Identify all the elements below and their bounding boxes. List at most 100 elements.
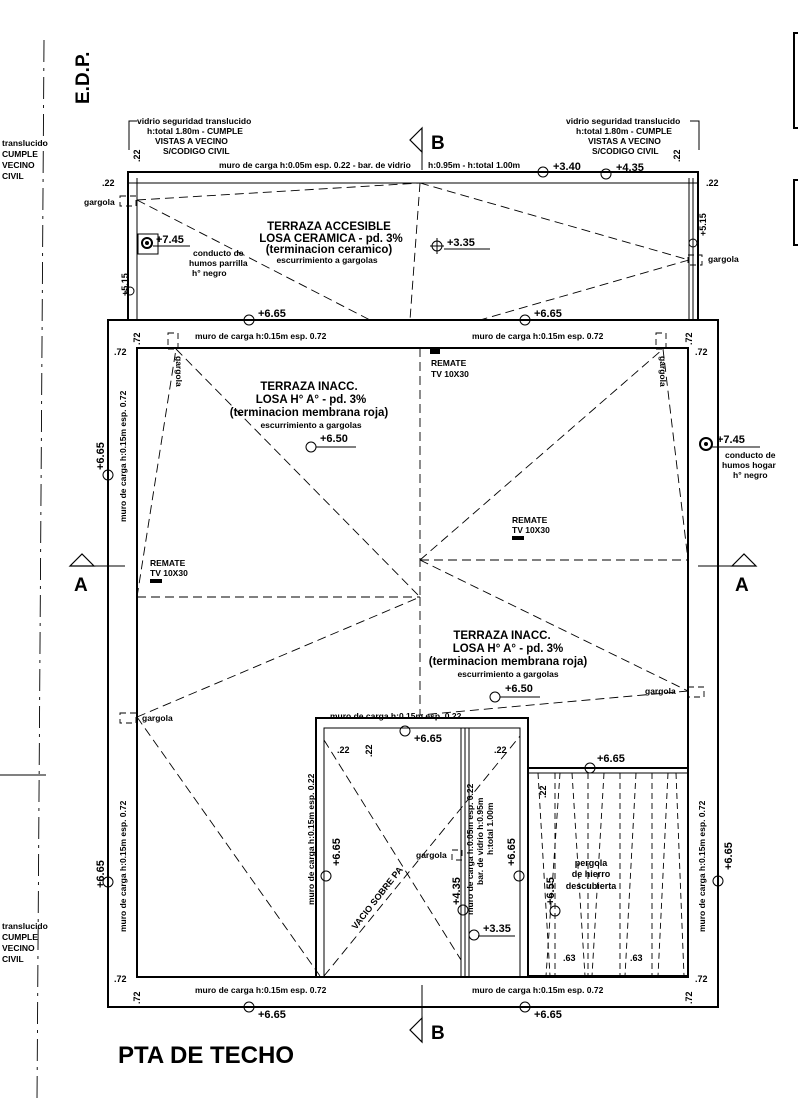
svg-text:gargola: gargola [84, 197, 115, 207]
main-roof-inner [136, 347, 689, 978]
svg-text:(terminacion membrana roja): (terminacion membrana roja) [230, 407, 389, 419]
svg-text:translucido: translucido [2, 921, 48, 931]
svg-text:REMATE: REMATE [431, 358, 467, 368]
svg-text:muro de carga h:0.15m esp. 0.2: muro de carga h:0.15m esp. 0.22 [306, 773, 316, 905]
top-terrace: vidrio seguridad translucido h:total 1.8… [84, 116, 739, 321]
svg-text:muro de carga h:0.15m esp. 0.7: muro de carga h:0.15m esp. 0.72 [195, 985, 327, 995]
svg-text:+4.35: +4.35 [451, 877, 463, 905]
svg-text:+6.55: +6.55 [545, 877, 557, 905]
svg-text:.22: .22 [337, 745, 350, 755]
svg-text:.63: .63 [563, 953, 576, 963]
drawing-title: PTA DE TECHO [118, 1042, 294, 1069]
svg-text:conducto de: conducto de [193, 248, 244, 258]
svg-text:+6.65: +6.65 [331, 838, 343, 866]
svg-text:(terminacion ceramico): (terminacion ceramico) [266, 244, 393, 256]
svg-text:muro de carga h:0.15m esp. 0.7: muro de carga h:0.15m esp. 0.72 [195, 331, 327, 341]
svg-text:+6.50: +6.50 [505, 683, 533, 695]
svg-text:.63: .63 [630, 953, 643, 963]
svg-text:TV 10X30: TV 10X30 [150, 568, 188, 578]
svg-text:+6.65: +6.65 [723, 842, 735, 870]
svg-text:gargola: gargola [645, 686, 676, 696]
svg-text:.22: .22 [706, 178, 719, 188]
svg-text:gargola: gargola [658, 356, 668, 387]
svg-text:muro de carga h:0.15m esp. 0.2: muro de carga h:0.15m esp. 0.22 [330, 711, 462, 721]
svg-text:VECINO: VECINO [2, 943, 35, 953]
svg-text:gargola: gargola [708, 254, 739, 264]
svg-text:pergola: pergola [575, 858, 609, 868]
svg-text:B: B [431, 1023, 445, 1044]
svg-text:TERRAZA INACC.: TERRAZA INACC. [260, 381, 357, 393]
svg-text:bar. de vidrio h:0.95m: bar. de vidrio h:0.95m [475, 797, 485, 885]
svg-text:.22: .22 [538, 785, 548, 798]
svg-text:escurrimiento a gargolas: escurrimiento a gargolas [457, 669, 558, 679]
svg-text:+6.65: +6.65 [534, 1009, 562, 1021]
svg-text:A: A [735, 575, 749, 596]
svg-text:.72: .72 [684, 332, 694, 345]
pergola: +6.65 pergola de hierro descubierta +6.5… [527, 753, 689, 977]
svg-text:VECINO: VECINO [2, 160, 35, 170]
svg-text:muro de carga h:0.15m esp. 0.7: muro de carga h:0.15m esp. 0.72 [697, 800, 707, 932]
svg-text:+4.35: +4.35 [616, 162, 644, 174]
svg-text:muro de carga h:0.15m esp. 0.7: muro de carga h:0.15m esp. 0.72 [472, 331, 604, 341]
svg-text:+6.65: +6.65 [258, 1009, 286, 1021]
svg-text:LOSA H° A° - pd. 3%: LOSA H° A° - pd. 3% [256, 394, 367, 406]
parapet-note: muro de carga h:0.05m esp. 0.22 - bar. d… [219, 160, 411, 170]
svg-text:humos parrilla: humos parrilla [189, 258, 248, 268]
svg-text:.72: .72 [114, 347, 127, 357]
svg-text:+7.45: +7.45 [156, 234, 184, 246]
svg-text:CUMPLE: CUMPLE [2, 932, 38, 942]
edp-label: E.D.P. [73, 52, 94, 104]
main-roof-outer [107, 319, 719, 1008]
top-terrace-name: TERRAZA ACCESIBLE [267, 221, 391, 233]
svg-text:muro de carga h:0.05m esp. 0.2: muro de carga h:0.05m esp. 0.22 [465, 783, 475, 915]
svg-text:S/CODIGO CIVIL: S/CODIGO CIVIL [163, 146, 230, 156]
svg-text:CIVIL: CIVIL [2, 954, 24, 964]
svg-text:.22: .22 [102, 178, 115, 188]
svg-text:gargola: gargola [416, 850, 447, 860]
top-terrace-outline [127, 171, 699, 321]
svg-text:VISTAS A VECINO: VISTAS A VECINO [155, 136, 228, 146]
property-axis-line [36, 39, 45, 1101]
svg-text:gargola: gargola [174, 356, 184, 387]
svg-text:S/CODIGO CIVIL: S/CODIGO CIVIL [592, 146, 659, 156]
svg-text:+6.65: +6.65 [95, 860, 107, 888]
svg-text:escurrimiento a gargolas: escurrimiento a gargolas [260, 420, 361, 430]
svg-text:muro de carga h:0.15m esp. 0.7: muro de carga h:0.15m esp. 0.72 [472, 985, 604, 995]
svg-text:.22: .22 [364, 744, 374, 757]
svg-text:h:total 1.00m: h:total 1.00m [485, 802, 495, 855]
svg-text:h:total 1.80m - CUMPLE: h:total 1.80m - CUMPLE [147, 126, 243, 136]
svg-text:+7.45: +7.45 [717, 434, 745, 446]
svg-text:.72: .72 [132, 991, 142, 1004]
section-marker-b-top: B [409, 126, 445, 170]
svg-text:+6.65: +6.65 [506, 838, 518, 866]
svg-text:muro de carga h:0.15m esp. 0.7: muro de carga h:0.15m esp. 0.72 [118, 390, 128, 522]
svg-text:+3.35: +3.35 [483, 923, 511, 935]
section-marker-a-right: A [698, 553, 758, 596]
svg-text:.72: .72 [695, 974, 708, 984]
svg-text:LOSA H° A° - pd. 3%: LOSA H° A° - pd. 3% [453, 643, 564, 655]
svg-text:.72: .72 [695, 347, 708, 357]
svg-text:conducto de: conducto de [725, 450, 776, 460]
adjacent-frame-bottom [793, 179, 798, 246]
svg-text:.72: .72 [684, 991, 694, 1004]
svg-text:+3.40: +3.40 [553, 161, 581, 173]
svg-text:h:total 1.80m - CUMPLE: h:total 1.80m - CUMPLE [576, 126, 672, 136]
svg-text:TV 10X30: TV 10X30 [512, 525, 550, 535]
void-label: VACIO SOBRE PA [350, 864, 405, 931]
svg-text:B: B [431, 133, 445, 154]
svg-text:TERRAZA INACC.: TERRAZA INACC. [453, 630, 550, 642]
svg-text:translucido: translucido [2, 138, 48, 148]
svg-text:escurrimiento a gargolas: escurrimiento a gargolas [276, 255, 377, 265]
svg-text:h° negro: h° negro [733, 470, 768, 480]
svg-text:+3.35: +3.35 [447, 237, 475, 249]
svg-text:+6.50: +6.50 [320, 433, 348, 445]
svg-text:LOSA CERAMICA - pd. 3%: LOSA CERAMICA - pd. 3% [259, 233, 403, 245]
svg-text:muro de carga h:0.15m esp. 0.7: muro de carga h:0.15m esp. 0.72 [118, 800, 128, 932]
main-roof: muro de carga h:0.15m esp. 0.72 muro de … [95, 308, 777, 1021]
svg-text:CUMPLE: CUMPLE [2, 149, 38, 159]
svg-text:.22: .22 [132, 149, 142, 162]
svg-text:REMATE: REMATE [512, 515, 548, 525]
lower-block: VACIO SOBRE PA muro de carga h:0.15m esp… [306, 711, 548, 977]
svg-text:.22: .22 [494, 745, 507, 755]
left-cut-note-upper: translucido CUMPLE VECINO CIVIL [2, 138, 48, 181]
